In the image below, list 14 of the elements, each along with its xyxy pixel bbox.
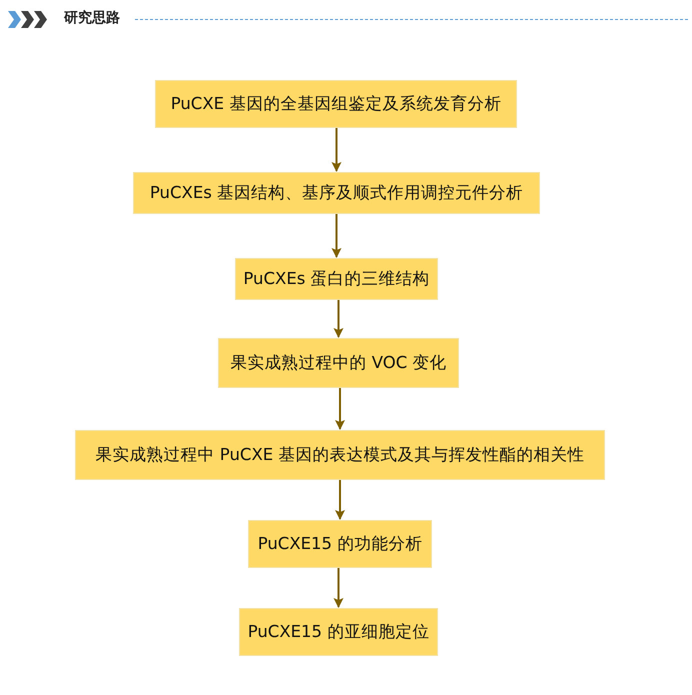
section-title: 研究思路 bbox=[64, 9, 120, 27]
arrow bbox=[335, 388, 345, 430]
arrow bbox=[335, 480, 345, 520]
process-box: PuCXEs 基因结构、基序及顺式作用调控元件分析 bbox=[133, 172, 540, 214]
arrow bbox=[334, 300, 344, 338]
arrow bbox=[332, 128, 342, 172]
process-box: PuCXE15 的功能分析 bbox=[248, 520, 432, 568]
process-box: PuCXE15 的亚细胞定位 bbox=[239, 608, 438, 656]
process-box: 果实成熟过程中的 VOC 变化 bbox=[218, 338, 459, 388]
arrow bbox=[334, 568, 344, 608]
process-box: PuCXE 基因的全基因组鉴定及系统发育分析 bbox=[155, 80, 517, 128]
arrow bbox=[332, 214, 342, 258]
process-box: 果实成熟过程中 PuCXE 基因的表达模式及其与挥发性酯的相关性 bbox=[75, 430, 605, 480]
process-box: PuCXEs 蛋白的三维结构 bbox=[235, 258, 438, 300]
